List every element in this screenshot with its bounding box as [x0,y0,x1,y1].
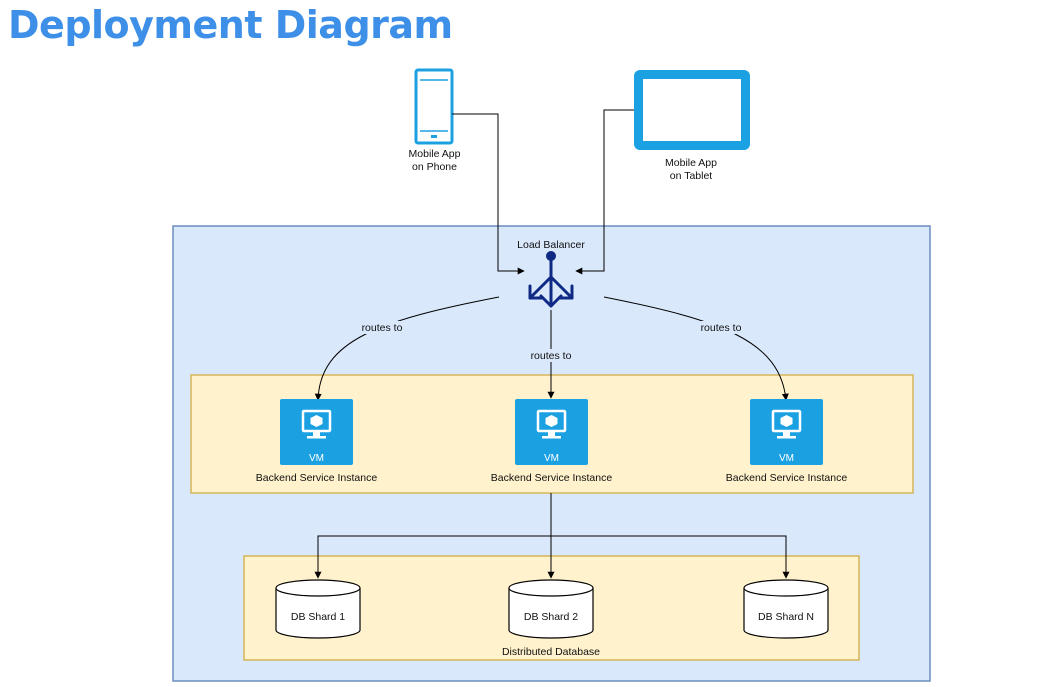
tablet-label-line1: Mobile App [665,157,717,169]
lb-to-backend-1-edge [314,296,500,401]
backend-instance-1[interactable]: VM Backend Service Instance [256,399,378,484]
lb-to-backend-3-edge [603,296,789,401]
db-shard-n-edge [551,535,790,579]
load-balancer-label: Load Balancer [517,239,585,251]
database-group-label: Distributed Database [502,646,600,658]
backend-instance-3[interactable]: VM Backend Service Instance [726,399,848,484]
tablet-to-lb-edge [575,109,634,275]
edge-label-center: routes to [531,350,572,362]
db-shard-n[interactable]: DB Shard N [743,579,829,639]
db-shard-label: DB Shard N [758,611,814,623]
db-shard-label: DB Shard 2 [524,611,578,623]
phone-to-lb-edge [452,113,525,275]
tablet-device[interactable]: Mobile App on Tablet [634,70,750,182]
backend-instance-2[interactable]: VM Backend Service Instance [491,399,613,484]
edge-label-left: routes to [362,322,403,334]
page-title: Deployment Diagram [8,3,453,47]
database-icon [743,588,829,639]
edge-label-right: routes to [701,322,742,334]
db-shard-1[interactable]: DB Shard 1 [275,579,361,639]
backend-instance-label: Backend Service Instance [256,472,378,484]
load-balancer-icon [528,251,574,308]
phone-label-line1: Mobile App [409,148,461,160]
phone-label-box [404,146,465,174]
db-shard-2[interactable]: DB Shard 2 [508,579,594,639]
database-icon [275,588,361,639]
vm-badge: VM [779,453,794,464]
phone-label-line2: on Phone [412,161,457,173]
db-shard-1-edge [314,535,551,579]
backend-instance-label: Backend Service Instance [491,472,613,484]
vm-badge: VM [309,453,324,464]
load-balancer[interactable]: Load Balancer [517,239,585,308]
tablet-label-line2: on Tablet [670,170,713,182]
phone-device[interactable]: Mobile App on Phone [404,68,465,174]
phone-icon [414,68,454,145]
backend-instance-label: Backend Service Instance [726,472,848,484]
database-icon [508,588,594,639]
db-shard-label: DB Shard 1 [291,611,345,623]
vm-badge: VM [544,453,559,464]
